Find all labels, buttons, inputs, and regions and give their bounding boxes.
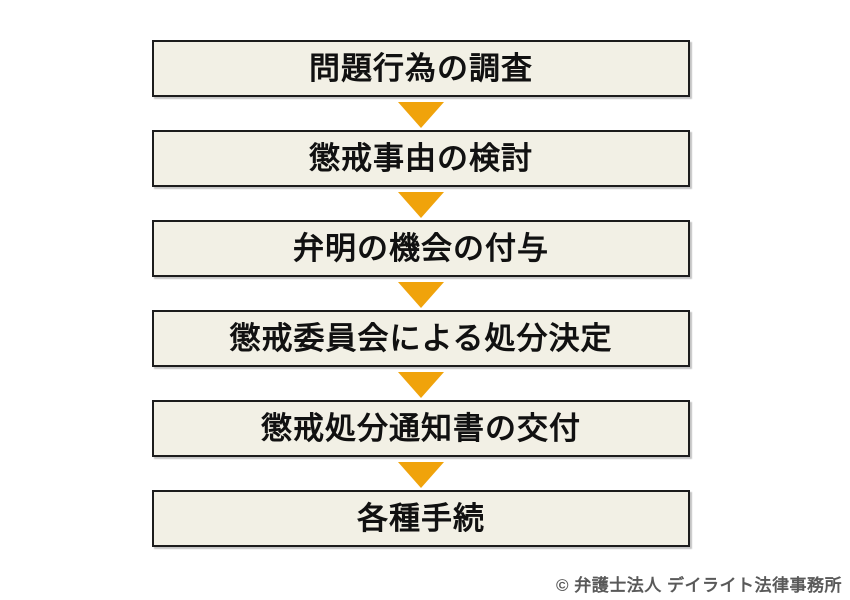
flow-step-1-label: 問題行為の調査 xyxy=(309,51,533,86)
process-flow: 問題行為の調査 懲戒事由の検討 弁明の機会の付与 懲戒委員会による処分決定 懲戒… xyxy=(152,40,690,547)
down-arrow-icon xyxy=(398,461,444,488)
flow-step-2: 懲戒事由の検討 xyxy=(152,130,690,187)
flow-step-6-label: 各種手続 xyxy=(357,501,485,536)
flow-step-2-label: 懲戒事由の検討 xyxy=(309,141,533,176)
arrow-1 xyxy=(398,97,444,130)
flow-step-5: 懲戒処分通知書の交付 xyxy=(152,400,690,457)
arrow-4 xyxy=(398,367,444,400)
down-arrow-icon xyxy=(398,191,444,218)
arrow-3 xyxy=(398,277,444,310)
flow-step-4-label: 懲戒委員会による処分決定 xyxy=(229,321,613,356)
flow-step-4: 懲戒委員会による処分決定 xyxy=(152,310,690,367)
down-arrow-icon xyxy=(398,281,444,308)
arrow-5 xyxy=(398,457,444,490)
flow-step-3-label: 弁明の機会の付与 xyxy=(293,231,549,266)
flow-step-3: 弁明の機会の付与 xyxy=(152,220,690,277)
copyright-notice: © 弁護士法人 デイライト法律事務所 xyxy=(556,576,842,595)
flow-step-6: 各種手続 xyxy=(152,490,690,547)
down-arrow-icon xyxy=(398,371,444,398)
arrow-2 xyxy=(398,187,444,220)
flow-step-1: 問題行為の調査 xyxy=(152,40,690,97)
down-arrow-icon xyxy=(398,101,444,128)
flow-step-5-label: 懲戒処分通知書の交付 xyxy=(261,411,581,446)
